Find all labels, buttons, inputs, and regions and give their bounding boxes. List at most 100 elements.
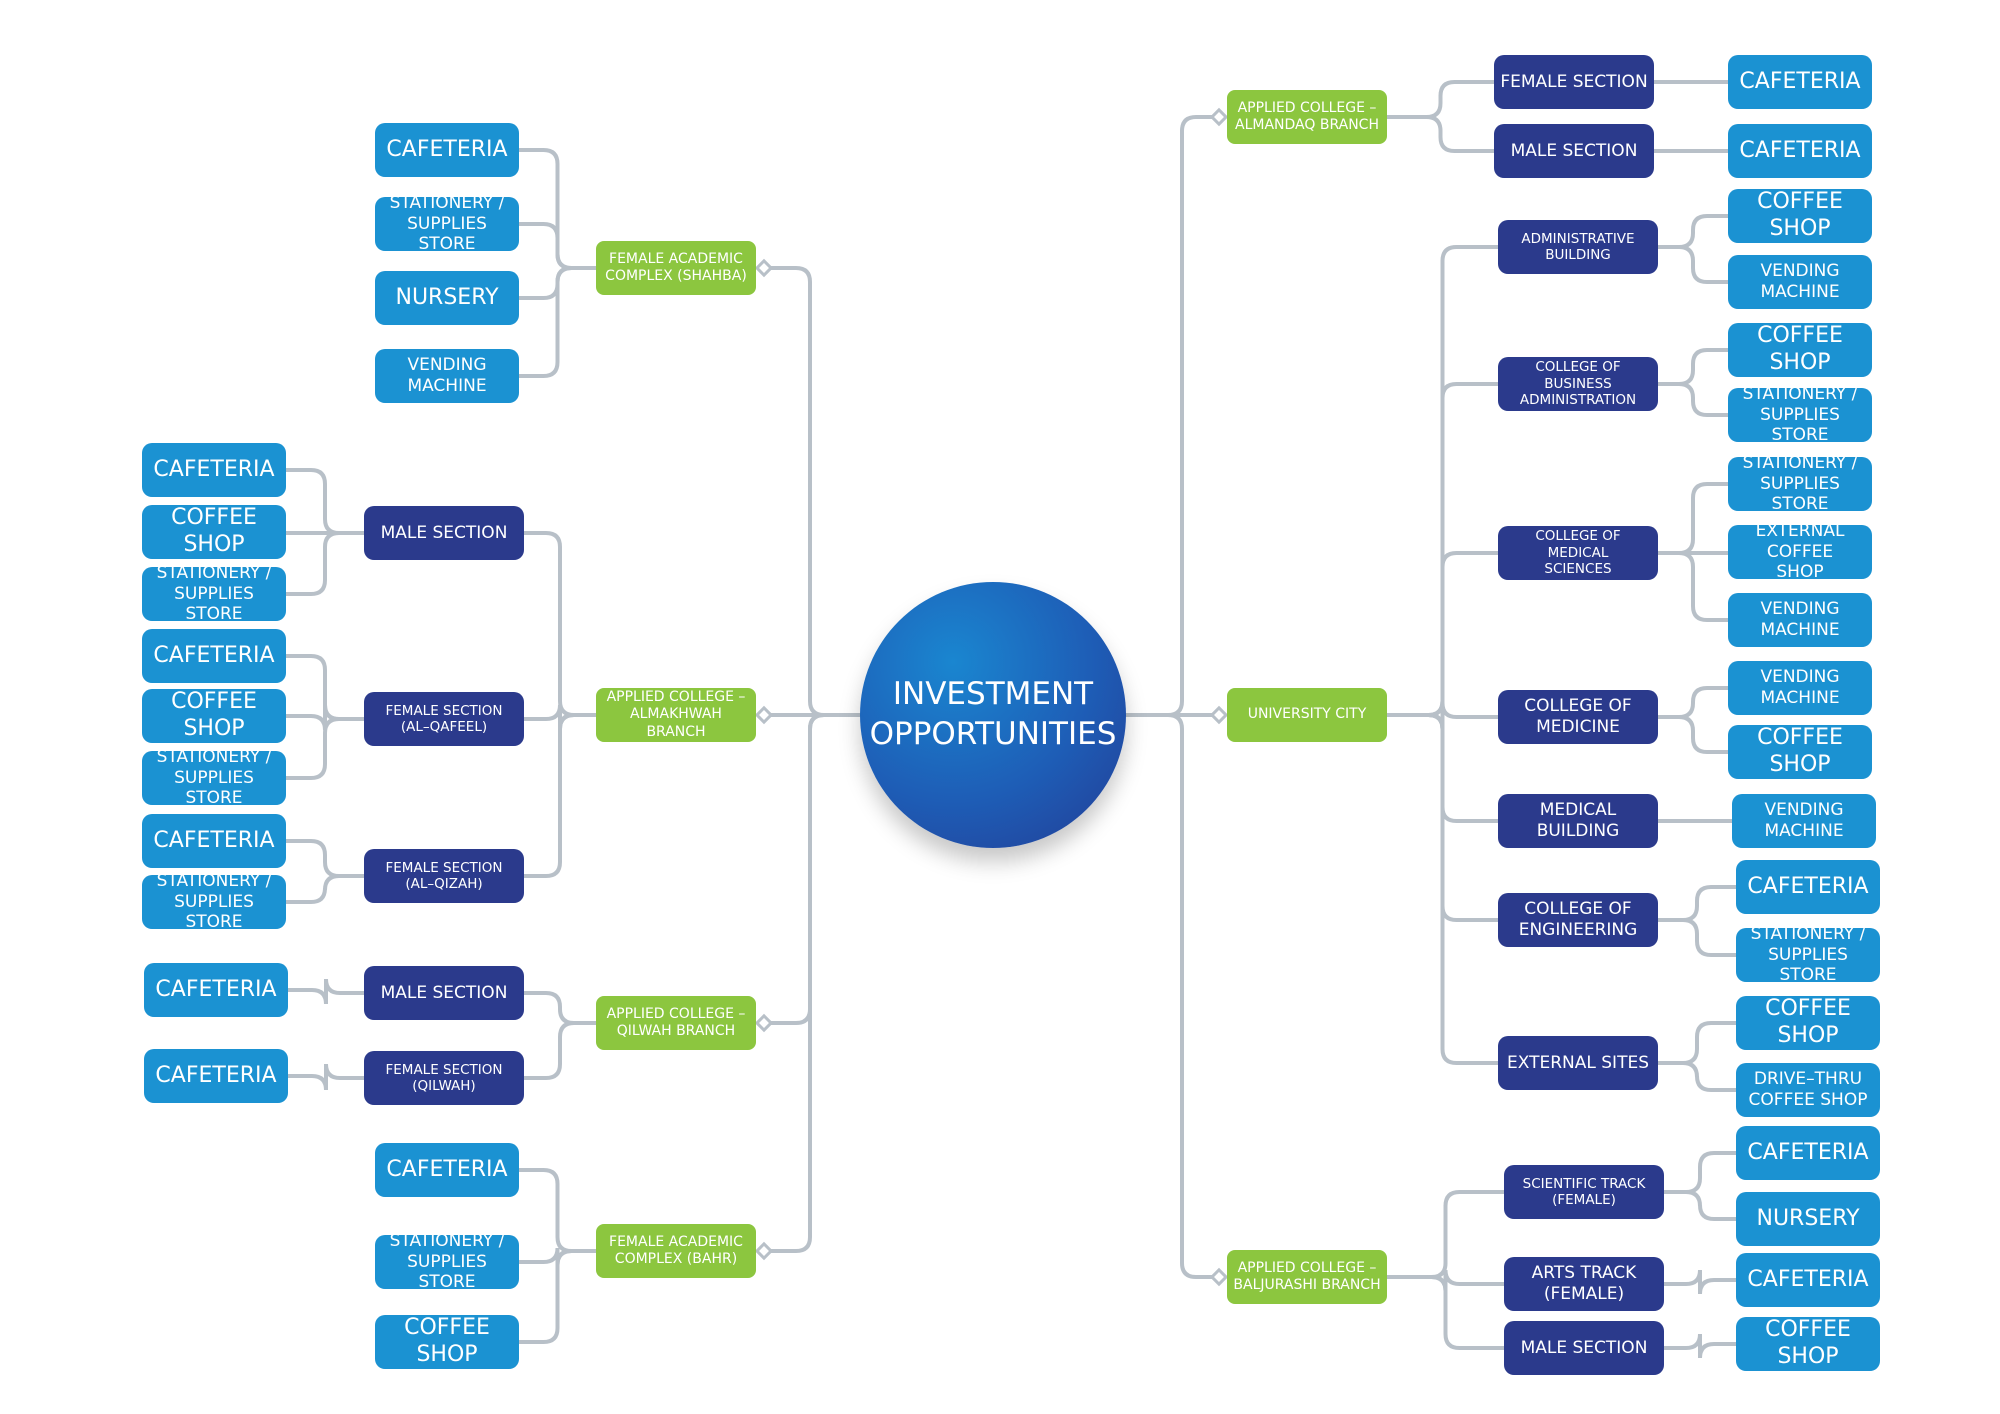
section-female-section: FEMALE SECTION xyxy=(1494,55,1654,109)
branch-applied-college-baljurashi-branch: APPLIED COLLEGE – BALJURASHI BRANCH xyxy=(1227,1250,1387,1304)
connector-line xyxy=(1656,885,1738,922)
connector-line xyxy=(1385,1275,1506,1350)
connector-line xyxy=(517,1249,598,1344)
connector-diamond xyxy=(754,1013,774,1033)
leaf-stationery-supplies-store: STATIONERY / SUPPLIES STORE xyxy=(1728,384,1872,445)
leaf-stationery-supplies-store: STATIONERY / SUPPLIES STORE xyxy=(1736,924,1880,985)
branch-applied-college-almakhwah-branch: APPLIED COLLEGE – ALMAKHWAH BRANCH xyxy=(596,688,756,742)
section-college-of-medical-sciences: COLLEGE OF MEDICAL SCIENCES xyxy=(1498,526,1658,580)
leaf-drive-thru-coffee-shop: DRIVE–THRU COFFEE SHOP xyxy=(1736,1063,1880,1117)
connector-line xyxy=(1122,713,1215,1279)
leaf-coffee-shop: COFFEE SHOP xyxy=(142,505,286,559)
connector-line xyxy=(286,1063,366,1091)
leaf-cafeteria: CAFETERIA xyxy=(142,443,286,497)
leaf-cafeteria: CAFETERIA xyxy=(375,123,519,177)
connector-line xyxy=(284,468,366,535)
connector-diamond xyxy=(754,258,774,278)
section-male-section: MALE SECTION xyxy=(1494,124,1654,178)
section-scientific-track-female: SCIENTIFIC TRACK (FEMALE) xyxy=(1504,1165,1664,1219)
leaf-cafeteria: CAFETERIA xyxy=(144,963,288,1017)
connector-line xyxy=(768,713,864,1253)
leaf-coffee-shop: COFFEE SHOP xyxy=(375,1315,519,1369)
leaf-nursery: NURSERY xyxy=(375,271,519,325)
connector-line xyxy=(1656,214,1730,249)
leaf-vending-machine: VENDING MACHINE xyxy=(1728,661,1872,715)
section-college-of-medicine: COLLEGE OF MEDICINE xyxy=(1498,690,1658,744)
branch-university-city: UNIVERSITY CITY xyxy=(1227,688,1387,742)
connector-line xyxy=(768,266,864,717)
leaf-cafeteria: CAFETERIA xyxy=(144,1049,288,1103)
leaf-stationery-supplies-store: STATIONERY / SUPPLIES STORE xyxy=(375,193,519,254)
connector-line xyxy=(284,874,366,904)
leaf-nursery: NURSERY xyxy=(1736,1192,1880,1246)
leaf-cafeteria: CAFETERIA xyxy=(375,1143,519,1197)
connector-line xyxy=(1385,115,1496,153)
connector-diamond xyxy=(754,705,774,725)
connector-line xyxy=(1656,551,1730,622)
connector-line xyxy=(1122,115,1215,717)
connector-line xyxy=(1656,918,1738,957)
connector-line xyxy=(1385,80,1496,119)
leaf-cafeteria: CAFETERIA xyxy=(1728,55,1872,109)
leaf-cafeteria: CAFETERIA xyxy=(1736,1253,1880,1307)
leaf-stationery-supplies-store: STATIONERY / SUPPLIES STORE xyxy=(142,871,286,932)
leaf-coffee-shop: COFFEE SHOP xyxy=(1736,1317,1880,1371)
branch-applied-college-almandaq-branch: APPLIED COLLEGE – ALMANDAQ BRANCH xyxy=(1227,90,1387,144)
leaf-stationery-supplies-store: STATIONERY / SUPPLIES STORE xyxy=(142,747,286,808)
connector-line xyxy=(522,713,598,878)
connector-line xyxy=(1385,551,1500,717)
section-college-of-engineering: COLLEGE OF ENGINEERING xyxy=(1498,893,1658,947)
connector-line xyxy=(1656,1021,1738,1065)
connector-diamond xyxy=(754,1241,774,1261)
connector-line xyxy=(1662,1333,1738,1359)
connector-line xyxy=(522,1021,598,1080)
leaf-stationery-supplies-store: STATIONERY / SUPPLIES STORE xyxy=(375,1231,519,1292)
leaf-stationery-supplies-store: STATIONERY / SUPPLIES STORE xyxy=(1728,453,1872,514)
connector-line xyxy=(1656,382,1730,417)
connector-line xyxy=(284,531,366,596)
leaf-cafeteria: CAFETERIA xyxy=(1736,860,1880,914)
connector-line xyxy=(284,717,366,780)
connector-line xyxy=(1656,686,1730,719)
leaf-vending-machine: VENDING MACHINE xyxy=(1732,794,1876,848)
connector-diamond xyxy=(1209,107,1229,127)
connector-line xyxy=(517,1168,598,1253)
section-male-section: MALE SECTION xyxy=(1504,1321,1664,1375)
section-administrative-building: ADMINISTRATIVE BUILDING xyxy=(1498,220,1658,274)
section-female-section-al-qizah: FEMALE SECTION (AL–QIZAH) xyxy=(364,849,524,903)
section-female-section-qilwah: FEMALE SECTION (QILWAH) xyxy=(364,1051,524,1105)
connector-line xyxy=(768,713,864,1025)
branch-applied-college-qilwah-branch: APPLIED COLLEGE – QILWAH BRANCH xyxy=(596,996,756,1050)
leaf-coffee-shop: COFFEE SHOP xyxy=(1736,996,1880,1050)
connector-line xyxy=(1656,482,1730,555)
leaf-vending-machine: VENDING MACHINE xyxy=(375,349,519,403)
leaf-coffee-shop: COFFEE SHOP xyxy=(1728,189,1872,243)
leaf-coffee-shop: COFFEE SHOP xyxy=(142,689,286,743)
connector-line xyxy=(1662,1151,1738,1194)
connector-line xyxy=(522,991,598,1025)
leaf-cafeteria: CAFETERIA xyxy=(1728,124,1872,178)
connector-line xyxy=(522,531,598,717)
leaf-cafeteria: CAFETERIA xyxy=(1736,1126,1880,1180)
connector-line xyxy=(1662,1190,1738,1221)
branch-female-academic-complex-shahba: FEMALE ACADEMIC COMPLEX (SHAHBA) xyxy=(596,241,756,295)
leaf-vending-machine: VENDING MACHINE xyxy=(1728,593,1872,647)
connector-line xyxy=(1656,715,1730,754)
leaf-coffee-shop: COFFEE SHOP xyxy=(1728,725,1872,779)
connector-line xyxy=(517,222,598,270)
leaf-cafeteria: CAFETERIA xyxy=(142,629,286,683)
connector-line xyxy=(1385,713,1500,1065)
leaf-coffee-shop: COFFEE SHOP xyxy=(1728,323,1872,377)
connector-diamond xyxy=(1209,1267,1229,1287)
section-external-sites: EXTERNAL SITES xyxy=(1498,1036,1658,1090)
section-male-section: MALE SECTION xyxy=(364,506,524,560)
section-medical-building: MEDICAL BUILDING xyxy=(1498,794,1658,848)
connector-line xyxy=(1385,1190,1506,1279)
connector-line xyxy=(1662,1269,1738,1295)
leaf-external-coffee-shop: EXTERNAL COFFEE SHOP xyxy=(1728,521,1872,582)
connector-diamond xyxy=(1209,705,1229,725)
connector-line xyxy=(1656,348,1730,386)
leaf-vending-machine: VENDING MACHINE xyxy=(1728,255,1872,309)
section-female-section-al-qafeel: FEMALE SECTION (AL–QAFEEL) xyxy=(364,692,524,746)
